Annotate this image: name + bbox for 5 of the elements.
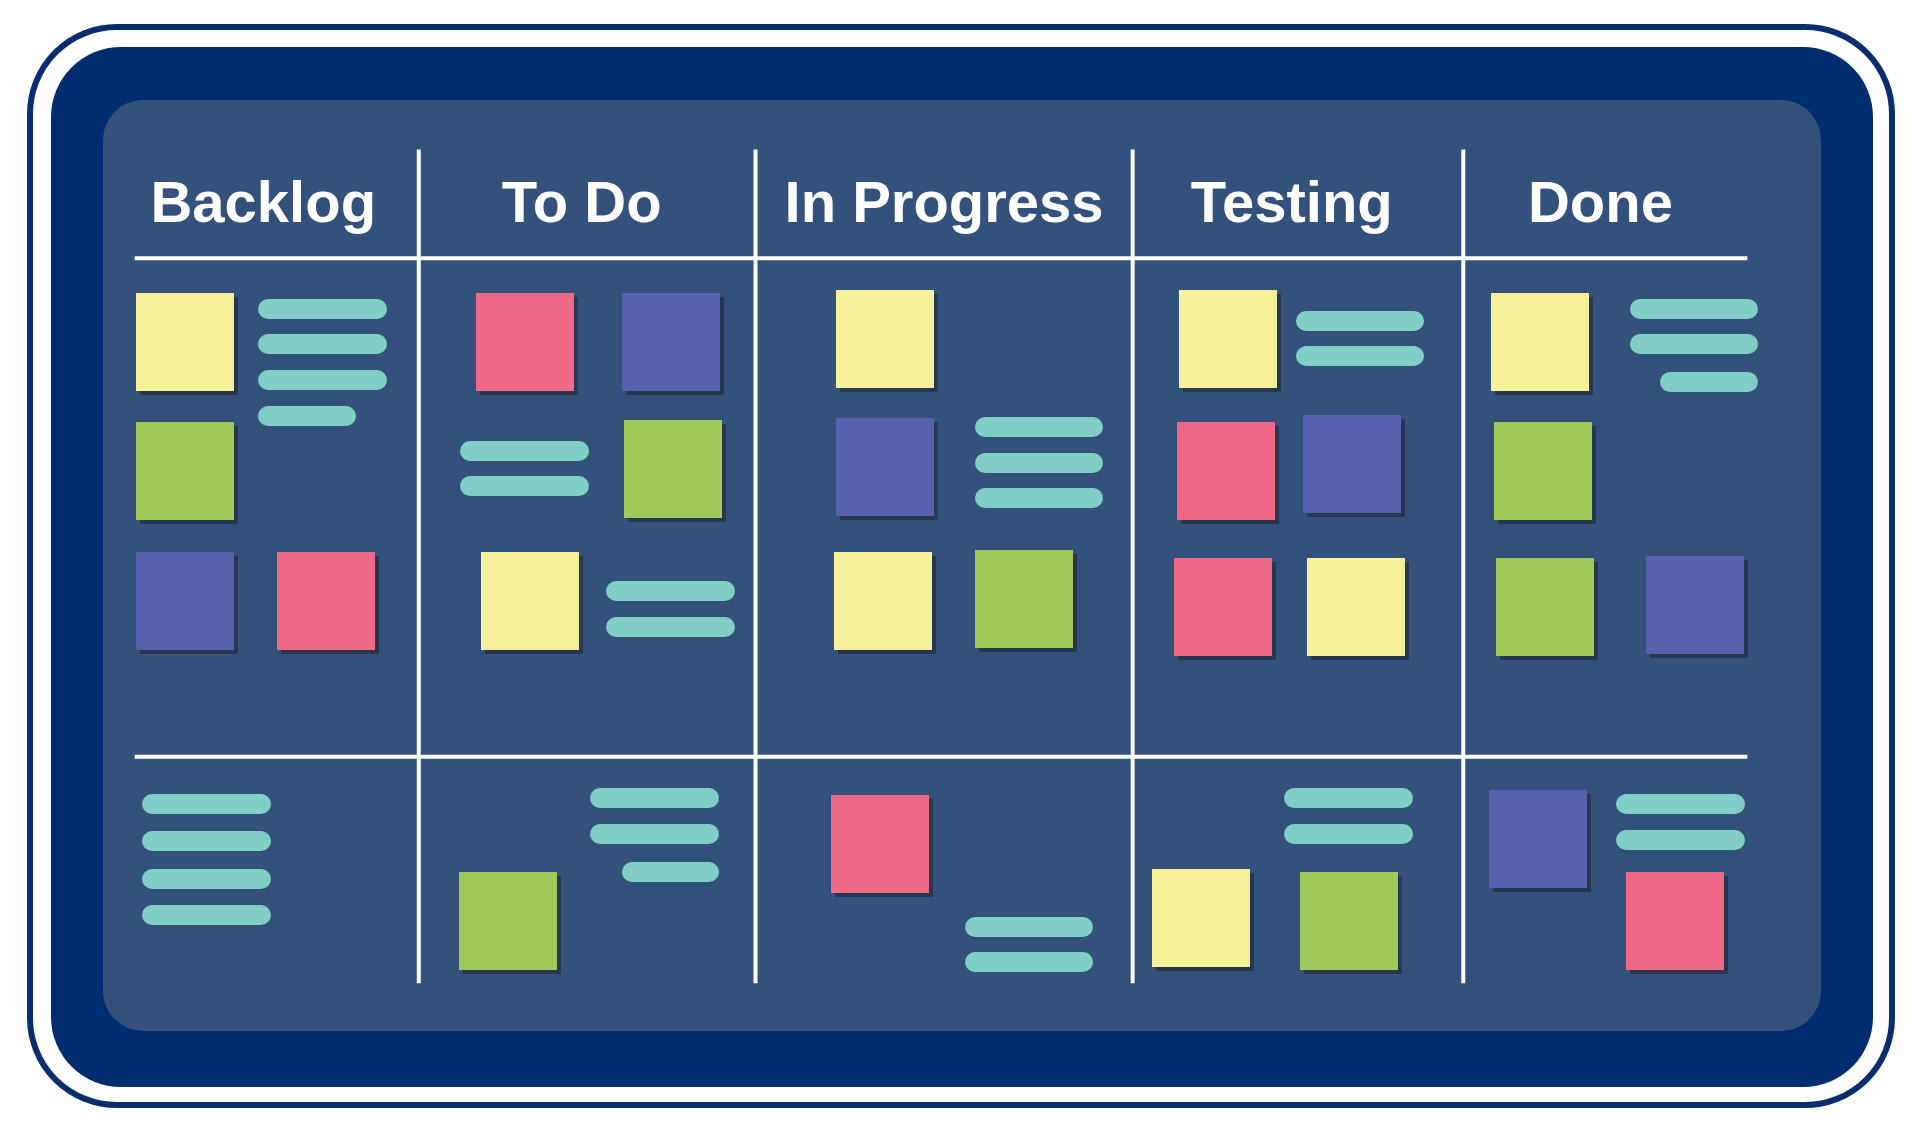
column-heading: Done xyxy=(1527,173,1673,232)
column-heading: Testing xyxy=(1190,173,1393,232)
column-heading: To Do xyxy=(501,173,662,232)
column-heading: In Progress xyxy=(784,173,1104,232)
column-heading: Backlog xyxy=(150,173,377,232)
